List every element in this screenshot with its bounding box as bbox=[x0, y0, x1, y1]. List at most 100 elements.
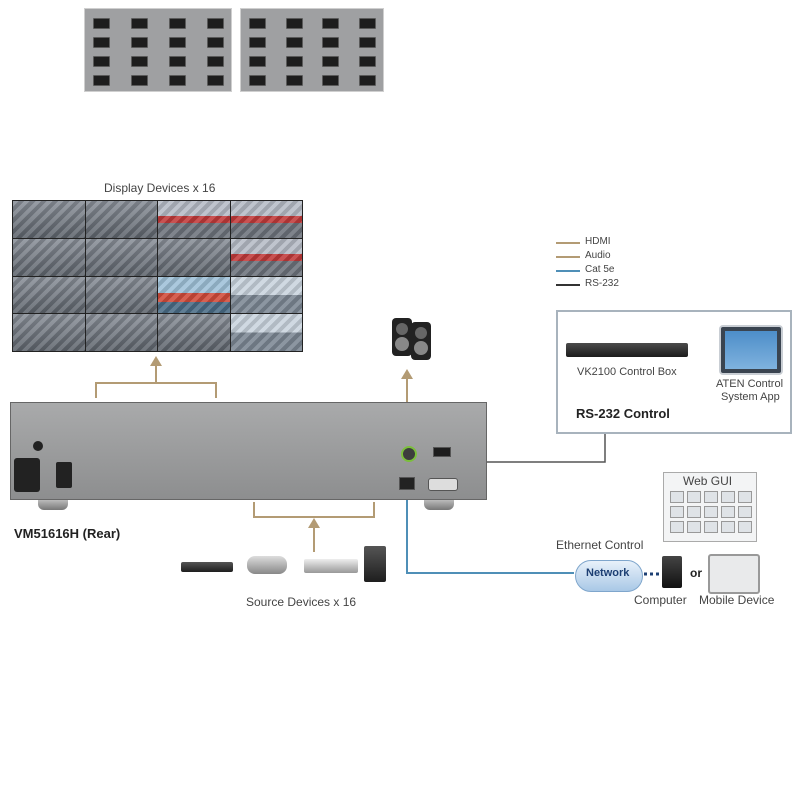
web-gui-button bbox=[738, 521, 752, 533]
ground-icon bbox=[33, 441, 43, 451]
web-gui-screen bbox=[663, 472, 757, 542]
hdmi-input-arrow bbox=[308, 518, 320, 528]
mobile-device-icon bbox=[708, 554, 760, 594]
hdmi-input-port bbox=[322, 18, 340, 29]
audio-port bbox=[401, 446, 417, 462]
network-cloud-icon bbox=[575, 560, 643, 592]
web-gui-button bbox=[721, 506, 735, 518]
display-tile bbox=[230, 314, 302, 351]
or-label: or bbox=[690, 566, 702, 580]
legend-swatch bbox=[556, 270, 580, 272]
audio-arrow bbox=[401, 369, 413, 379]
display-tile bbox=[85, 238, 157, 276]
video-wall bbox=[12, 200, 303, 352]
vk2100-label: VK2100 Control Box bbox=[577, 366, 677, 378]
legend-label: RS-232 bbox=[585, 278, 619, 289]
hdmi-output-port bbox=[93, 56, 110, 67]
hdmi-input-port bbox=[285, 56, 303, 67]
chassis-foot-right bbox=[424, 500, 454, 510]
hdmi-aux-port bbox=[433, 447, 451, 457]
hdmi-input-port bbox=[322, 56, 340, 67]
hdmi-input-port bbox=[249, 37, 266, 48]
display-devices-label: Display Devices x 16 bbox=[104, 181, 216, 195]
hdmi-input-port bbox=[249, 18, 266, 29]
mobile-device-label: Mobile Device bbox=[699, 593, 775, 607]
web-gui-button bbox=[738, 506, 752, 518]
dvd-player-icon bbox=[181, 562, 233, 572]
display-tile bbox=[158, 201, 230, 238]
aten-app-label-line2: System App bbox=[721, 391, 780, 403]
rs232-control-label: RS-232 Control bbox=[576, 406, 670, 421]
hdmi-output-ports bbox=[84, 8, 232, 92]
legend-swatch bbox=[556, 242, 580, 244]
web-gui-button bbox=[721, 491, 735, 503]
legend-label: Audio bbox=[585, 250, 611, 261]
hdmi-output-bracket bbox=[95, 382, 217, 398]
display-tile bbox=[158, 314, 230, 351]
web-gui-label: Web GUI bbox=[683, 474, 733, 488]
network-label: Network bbox=[586, 567, 630, 579]
web-gui-button bbox=[704, 491, 718, 503]
hdmi-output-port bbox=[207, 75, 224, 86]
display-tile bbox=[13, 314, 85, 351]
hdmi-input-port bbox=[249, 56, 266, 67]
web-gui-button bbox=[704, 521, 718, 533]
ethernet-port bbox=[399, 477, 415, 490]
speaker-right-icon bbox=[411, 322, 431, 360]
web-gui-button bbox=[738, 491, 752, 503]
web-gui-button bbox=[670, 491, 684, 503]
web-gui-button bbox=[687, 506, 701, 518]
source-devices-label: Source Devices x 16 bbox=[246, 595, 357, 609]
power-switch bbox=[56, 462, 72, 488]
hdmi-output-port bbox=[131, 56, 148, 67]
display-tile bbox=[85, 314, 157, 351]
hdmi-input-port bbox=[322, 75, 340, 86]
hdmi-output-port bbox=[93, 75, 110, 86]
display-tile bbox=[85, 276, 157, 314]
tablet-icon bbox=[719, 325, 783, 375]
hdmi-output-port bbox=[93, 18, 110, 29]
hdmi-input-port bbox=[359, 75, 376, 86]
hdmi-input-port bbox=[285, 18, 303, 29]
hdmi-output-port bbox=[131, 37, 148, 48]
display-tile bbox=[230, 238, 302, 276]
hdmi-input-port bbox=[249, 75, 266, 86]
legend-label: Cat 5e bbox=[585, 264, 615, 275]
hdmi-input-ports bbox=[240, 8, 384, 92]
web-gui-button bbox=[687, 491, 701, 503]
legend-swatch bbox=[556, 256, 580, 258]
hdmi-output-port bbox=[93, 37, 110, 48]
hdmi-input-port bbox=[359, 56, 376, 67]
hdmi-output-port bbox=[207, 18, 224, 29]
hdmi-input-port bbox=[285, 37, 303, 48]
computer-icon bbox=[662, 556, 682, 588]
speaker-left-icon bbox=[392, 318, 412, 356]
display-tile bbox=[13, 276, 85, 314]
web-gui-button bbox=[687, 521, 701, 533]
chassis-foot-left bbox=[38, 500, 68, 510]
hdmi-input-bracket bbox=[253, 502, 375, 518]
legend-swatch bbox=[556, 284, 580, 286]
media-player-icon bbox=[304, 559, 358, 573]
display-tile bbox=[13, 238, 85, 276]
web-gui-button bbox=[670, 506, 684, 518]
power-socket-icon bbox=[14, 458, 40, 492]
hdmi-output-port bbox=[131, 18, 148, 29]
hdmi-output-port bbox=[169, 56, 186, 67]
hdmi-output-port bbox=[207, 37, 224, 48]
web-gui-button bbox=[721, 521, 735, 533]
hdmi-input-port bbox=[359, 37, 376, 48]
hdmi-input-port bbox=[285, 75, 303, 86]
display-tile bbox=[158, 238, 230, 276]
display-tile bbox=[13, 201, 85, 238]
web-gui-button bbox=[670, 521, 684, 533]
hdmi-output-port bbox=[169, 37, 186, 48]
display-tile bbox=[230, 201, 302, 238]
ethernet-line bbox=[406, 490, 574, 574]
web-gui-button bbox=[704, 506, 718, 518]
aten-app-label-line1: ATEN Control bbox=[716, 378, 784, 390]
camera-icon bbox=[247, 556, 287, 574]
vk2100-device-icon bbox=[566, 343, 688, 357]
display-tile bbox=[85, 201, 157, 238]
ethernet-control-label: Ethernet Control bbox=[556, 538, 644, 552]
